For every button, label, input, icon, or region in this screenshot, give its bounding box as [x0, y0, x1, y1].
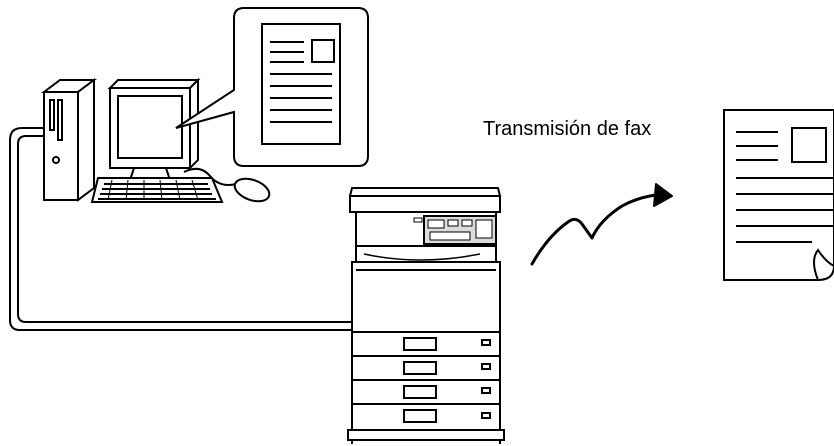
fax-transmission-label: Transmisión de fax	[483, 117, 651, 141]
computer-monitor	[110, 80, 198, 186]
document-icon	[262, 24, 340, 144]
computer-keyboard	[92, 178, 222, 202]
computer-tower	[44, 80, 94, 200]
received-fax-document-icon	[724, 110, 834, 280]
printer-icon	[348, 188, 504, 444]
document-callout	[176, 8, 368, 166]
paper-tray-4	[352, 404, 500, 430]
paper-tray-2	[352, 356, 500, 380]
paper-tray-3	[352, 380, 500, 404]
transmission-arrow-icon	[532, 184, 672, 264]
paper-tray-1	[352, 332, 500, 356]
